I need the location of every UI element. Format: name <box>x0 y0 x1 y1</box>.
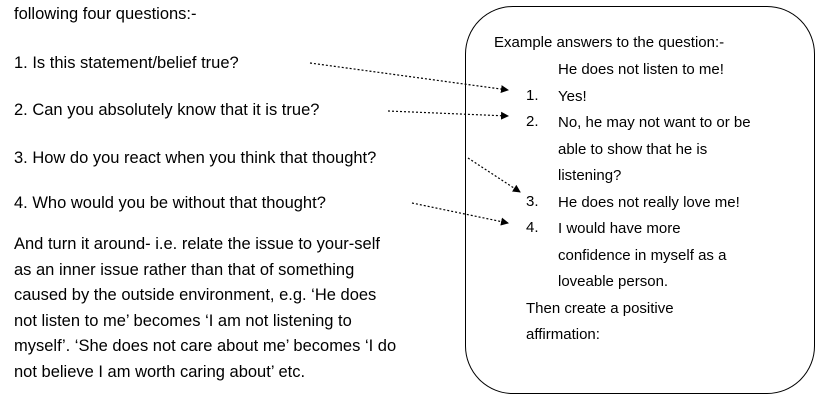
answer-line: confidence in myself as a <box>558 247 727 264</box>
paragraph-line: myself’. ‘She does not care about me’ be… <box>14 337 397 356</box>
answer-line: He does not really love me! <box>558 194 740 211</box>
question-2: 2. Can you absolutely know that it is tr… <box>14 101 320 119</box>
answer-line: listening? <box>558 167 622 184</box>
answer-line: loveable person. <box>558 273 669 290</box>
turn-around-paragraph: And turn it around- i.e. relate the issu… <box>14 232 464 386</box>
answer-line: Yes! <box>558 88 587 105</box>
paragraph-line: caused by the outside environment, e.g. … <box>14 286 377 305</box>
intro-text: following four questions:- <box>14 5 197 23</box>
example-answers-callout <box>465 6 815 394</box>
paragraph-line: And turn it around- i.e. relate the issu… <box>14 235 380 253</box>
answer-number: 4. <box>526 219 539 236</box>
paragraph-line: not believe I am worth caring about’ etc… <box>14 362 306 381</box>
closing-line: Then create a positive <box>526 300 674 317</box>
callout-statement: He does not listen to me! <box>558 61 724 78</box>
question-3: 3. How do you react when you think that … <box>14 149 377 167</box>
answer-line: No, he may not want to or be <box>558 114 751 131</box>
question-4: 4. Who would you be without that thought… <box>14 194 326 212</box>
callout-heading: Example answers to the question:- <box>494 34 725 51</box>
question-1: 1. Is this statement/belief true? <box>14 54 239 72</box>
answer-line: able to show that he is <box>558 141 708 158</box>
answer-number: 1. <box>526 87 539 104</box>
answer-line: I would have more <box>558 220 681 237</box>
paragraph-line: not listen to me’ becomes ‘I am not list… <box>14 311 352 330</box>
answer-number: 3. <box>526 193 539 210</box>
paragraph-line: as an inner issue rather than that of so… <box>14 260 355 279</box>
answer-number: 2. <box>526 113 539 130</box>
closing-line: affirmation: <box>526 326 600 343</box>
